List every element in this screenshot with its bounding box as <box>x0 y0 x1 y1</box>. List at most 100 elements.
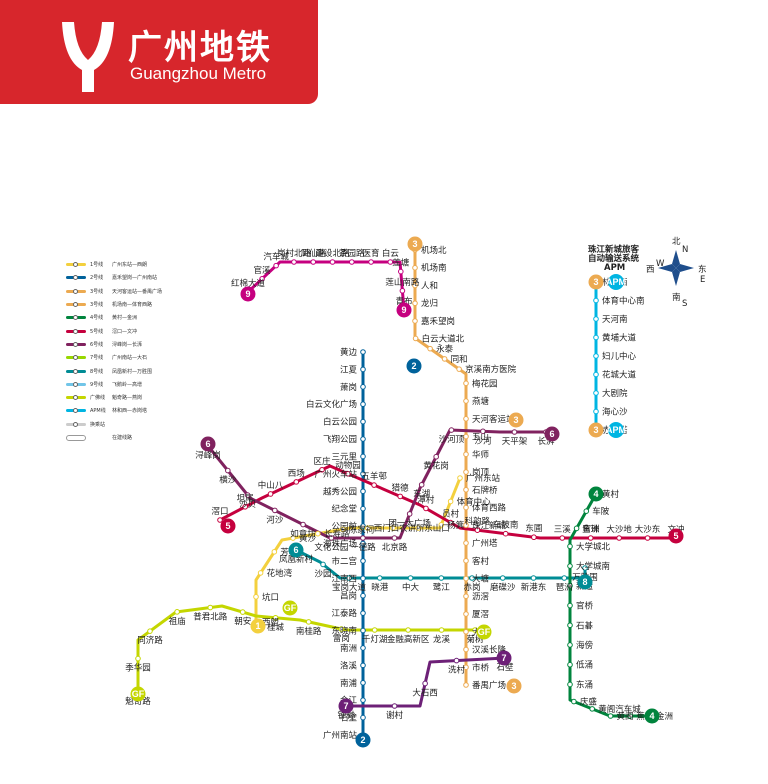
station-dot[interactable] <box>360 453 366 460</box>
station-label[interactable]: 长湃 <box>537 436 555 447</box>
station-dot[interactable] <box>320 561 326 568</box>
station-label[interactable]: 魁奇路 <box>125 696 151 707</box>
station-dot[interactable] <box>360 535 366 541</box>
station-dot[interactable] <box>412 282 418 289</box>
station-dot[interactable] <box>300 521 306 528</box>
station-dot[interactable] <box>447 498 454 505</box>
station-label[interactable]: 黄沙 <box>299 533 317 544</box>
station-label[interactable]: 桂城 <box>267 622 285 633</box>
station-label[interactable]: 农讲所 <box>399 523 425 534</box>
station-dot[interactable] <box>360 714 366 721</box>
station-dot[interactable] <box>399 287 406 294</box>
station-dot[interactable] <box>305 619 312 625</box>
line-badge-l9[interactable]: 9 <box>240 286 256 302</box>
station-label[interactable]: 南浦 <box>340 678 358 689</box>
station-label[interactable]: 岗村北路 <box>277 248 312 259</box>
station-dot[interactable] <box>480 428 486 435</box>
station-dot[interactable] <box>348 259 355 265</box>
station-label[interactable]: 白云 <box>382 248 400 259</box>
station-label[interactable]: 白云大道北 <box>422 333 465 344</box>
station-dot[interactable] <box>391 535 398 541</box>
station-dot[interactable] <box>463 486 469 493</box>
station-dot[interactable] <box>593 408 599 415</box>
station-label[interactable]: 季华园 <box>125 663 151 674</box>
station-label[interactable]: 西门口 <box>374 523 400 534</box>
station-dot[interactable] <box>567 543 573 550</box>
station-label[interactable]: 洛溪 <box>340 660 358 671</box>
line-badge-l3[interactable]: 3 <box>407 236 423 252</box>
station-dot[interactable] <box>463 611 469 617</box>
line-badge-gf[interactable]: GF <box>282 600 298 616</box>
station-label[interactable]: 河沙 <box>266 514 284 525</box>
line-badge-l4[interactable]: 4 <box>644 708 660 724</box>
station-label[interactable]: 黄阁 <box>617 711 634 722</box>
station-label[interactable]: 红棉大道 <box>231 278 266 289</box>
station-label[interactable]: 车陂 <box>592 506 610 517</box>
station-label[interactable]: 千灯湖 <box>362 634 388 645</box>
station-dot[interactable] <box>387 259 394 265</box>
station-label[interactable]: 三溪 <box>554 524 572 535</box>
station-dot[interactable] <box>593 334 599 341</box>
station-dot[interactable] <box>412 300 418 307</box>
station-label[interactable]: 洗村 <box>448 665 466 676</box>
station-label[interactable]: 机场北 <box>421 245 447 256</box>
station-dot[interactable] <box>474 527 481 533</box>
station-dot[interactable] <box>457 475 463 481</box>
station-dot[interactable] <box>360 366 366 373</box>
station-label[interactable]: 金融高新区 <box>387 634 430 645</box>
station-dot[interactable] <box>456 366 462 372</box>
station-dot[interactable] <box>441 356 448 362</box>
station-label[interactable]: 梅花园 <box>472 378 498 389</box>
station-label[interactable]: 陈家祠 <box>349 524 375 535</box>
station-dot[interactable] <box>463 646 469 653</box>
station-dot[interactable] <box>593 316 599 322</box>
station-label[interactable]: 白云公园 <box>323 417 357 428</box>
station-dot[interactable] <box>315 530 321 537</box>
station-label[interactable]: 纪念堂 <box>331 504 357 515</box>
station-dot[interactable] <box>360 418 366 425</box>
station-dot[interactable] <box>225 467 231 474</box>
station-dot[interactable] <box>135 655 141 662</box>
station-label[interactable]: 龙溪 <box>433 634 451 645</box>
station-label[interactable]: 莲山南路 <box>385 277 420 288</box>
station-dot[interactable] <box>360 679 366 686</box>
station-dot[interactable] <box>438 575 445 581</box>
station-label[interactable]: 莲塘 <box>392 258 410 269</box>
station-label[interactable]: 东涌 <box>576 679 593 690</box>
line-badge-l9[interactable]: 9 <box>396 302 412 318</box>
station-label[interactable]: 大沙东 <box>635 524 661 535</box>
station-label[interactable]: 机场南 <box>421 263 447 274</box>
station-dot[interactable] <box>290 535 296 541</box>
station-label[interactable]: 客村 <box>472 556 490 567</box>
station-dot[interactable] <box>259 276 265 282</box>
station-dot[interactable] <box>463 575 469 582</box>
station-dot[interactable] <box>573 525 580 532</box>
station-label[interactable]: 飞翔公园 <box>323 434 357 445</box>
station-dot[interactable] <box>593 371 599 378</box>
line-badge-gf[interactable]: GF <box>476 624 492 640</box>
station-label[interactable]: 朝安 <box>234 616 251 627</box>
station-label[interactable]: 同和 <box>451 355 468 365</box>
station-label[interactable]: 南桂路 <box>296 626 322 637</box>
line-badge-apm[interactable]: APM <box>606 422 626 438</box>
station-label[interactable]: 团一大广场 <box>388 518 431 529</box>
station-dot[interactable] <box>567 642 573 648</box>
station-label[interactable]: 雷岗 <box>333 633 350 644</box>
line-badge-gf[interactable]: GF <box>130 686 146 702</box>
station-dot[interactable] <box>207 604 214 611</box>
station-label[interactable]: 广州火车站 <box>314 469 357 480</box>
station-label[interactable]: 西场 <box>288 469 305 479</box>
station-label[interactable]: 昌岗 <box>340 591 357 602</box>
station-dot[interactable] <box>412 318 418 324</box>
station-dot[interactable] <box>463 540 469 546</box>
line-badge-l3[interactable]: 3 <box>588 274 604 290</box>
station-dot[interactable] <box>407 575 414 581</box>
station-dot[interactable] <box>423 505 429 512</box>
station-label[interactable]: 岗顶 <box>472 467 490 478</box>
station-label[interactable]: 官洲 <box>583 523 600 534</box>
station-dot[interactable] <box>360 471 366 477</box>
station-dot[interactable] <box>567 563 573 569</box>
station-dot[interactable] <box>360 401 366 408</box>
station-dot[interactable] <box>376 575 383 581</box>
station-label[interactable]: 三元里 <box>331 452 357 462</box>
